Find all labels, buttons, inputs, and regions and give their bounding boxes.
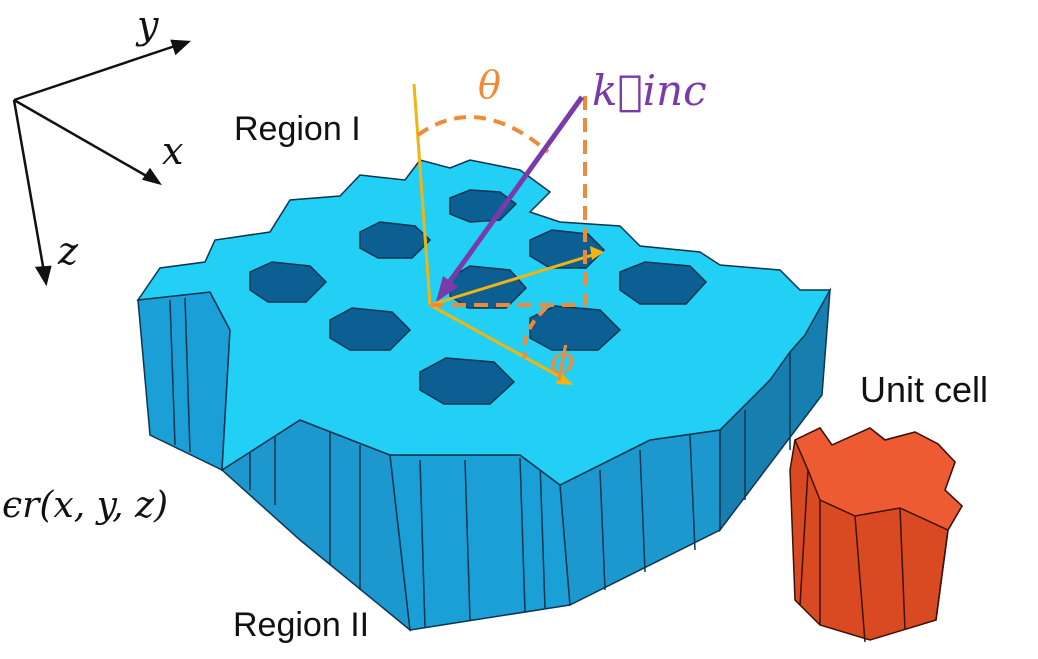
hole-9 xyxy=(419,357,516,405)
y-axis-arrowhead xyxy=(170,39,192,56)
in-plane-y-line xyxy=(429,252,597,307)
in-plane-y-arrowhead xyxy=(590,246,604,260)
slab-top-surface xyxy=(136,159,832,486)
permittivity-label: ϵr(x, y, z) xyxy=(2,485,169,526)
x-axis-arrowhead xyxy=(141,167,162,186)
z-axis-arrowhead xyxy=(34,265,52,287)
k-inc-label: k⃗inc xyxy=(592,66,707,115)
y-axis-line xyxy=(13,43,179,102)
hole-2 xyxy=(359,221,432,259)
z-axis-line xyxy=(12,99,46,273)
hole-6 xyxy=(619,261,708,305)
surface-normal-line xyxy=(412,83,432,306)
x-axis-line xyxy=(13,98,151,180)
in-plane-x-line xyxy=(429,303,567,382)
theta-label: θ xyxy=(478,63,501,107)
k-inc-arrowhead xyxy=(436,276,458,302)
phi-label: ϕ xyxy=(550,341,575,382)
k-inc-vector-line xyxy=(445,95,585,286)
slab-edges xyxy=(169,297,791,629)
crystal-slab xyxy=(137,287,831,632)
hole-4 xyxy=(249,261,328,303)
slab-top-face xyxy=(136,159,832,486)
region-i-label: Region I xyxy=(234,110,361,148)
unit-cell-label: Unit cell xyxy=(860,369,989,410)
y-axis-label: y xyxy=(137,3,159,47)
phi-arc xyxy=(522,306,548,359)
in-plane-x-arrowhead xyxy=(556,372,574,385)
z-axis-label: z xyxy=(58,229,79,273)
unit-cell-top xyxy=(794,427,963,531)
region-ii-label: Region II xyxy=(233,606,370,644)
theta-arc xyxy=(416,115,550,154)
incidence-geometry xyxy=(412,83,604,385)
unit-cell-block xyxy=(789,427,963,643)
unit-cell-edges xyxy=(799,469,949,643)
x-axis-label: x xyxy=(162,129,184,173)
axis-triad xyxy=(12,39,192,287)
slab-side-left xyxy=(137,291,231,472)
hole-7 xyxy=(329,307,412,351)
